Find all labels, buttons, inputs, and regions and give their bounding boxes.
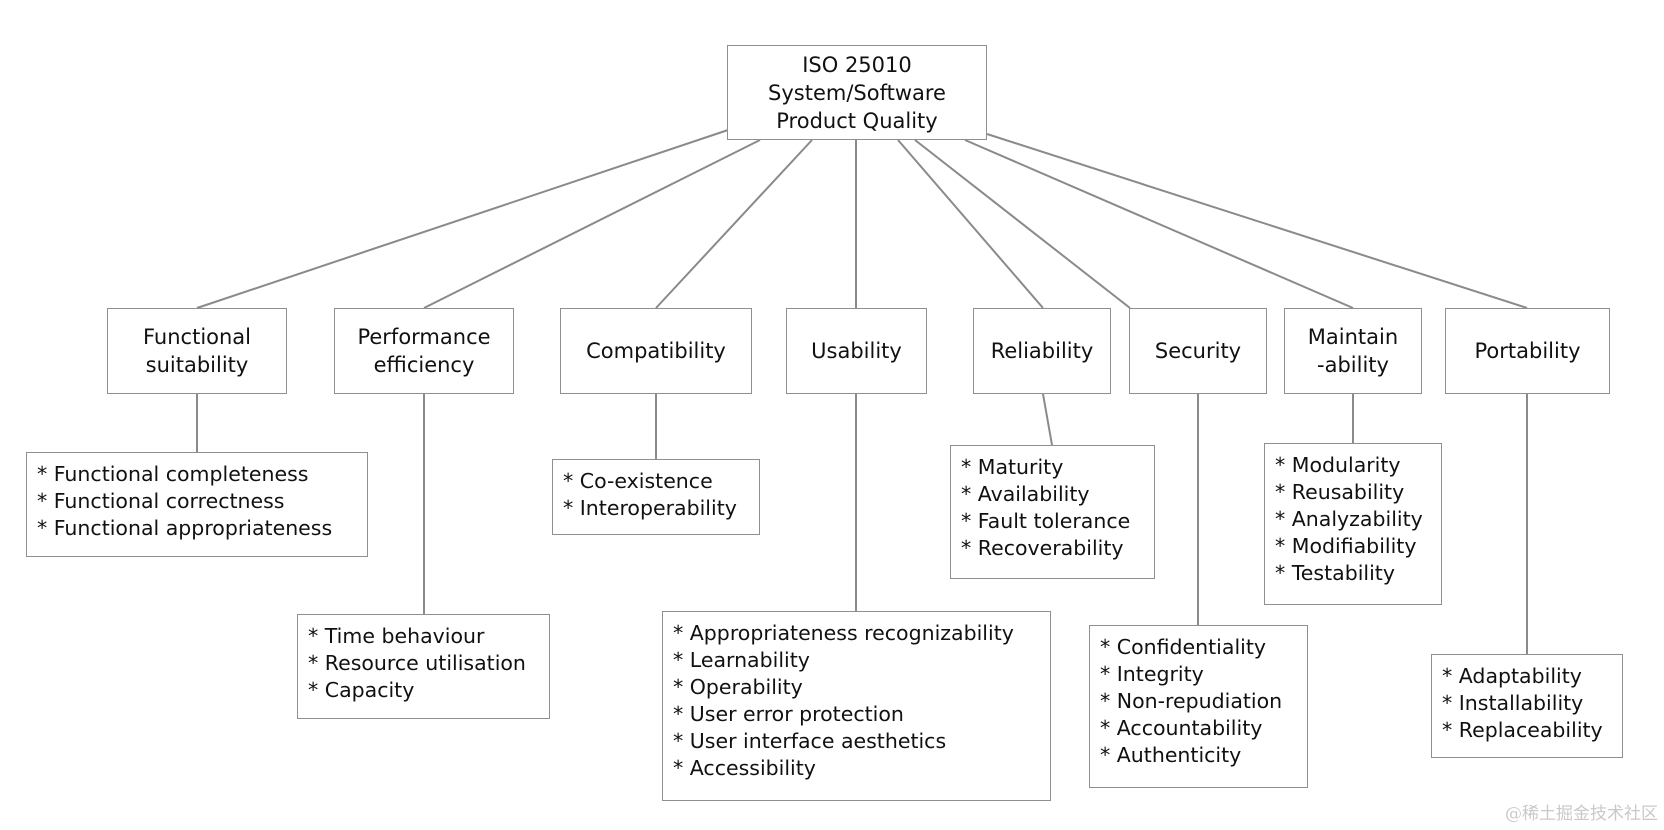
detail-item: * Confidentiality [1100, 635, 1267, 659]
details-maintainability: * Modularity * Reusability * Analyzabili… [1264, 443, 1442, 605]
category-title-line: Functional [142, 325, 252, 349]
detail-item: * Resource utilisation [308, 651, 526, 675]
connector-root-functional [196, 129, 729, 309]
category-maintainability: Maintain -ability [1284, 308, 1422, 394]
connector-root-performance [423, 139, 761, 309]
detail-item: * Replaceability [1442, 718, 1603, 742]
detail-item: * Appropriateness recognizability [673, 621, 1014, 645]
connector-reliability-details [1042, 393, 1053, 446]
detail-item: * Co-existence [563, 469, 713, 493]
detail-item: * Adaptability [1442, 664, 1582, 688]
detail-item: * Accountability [1100, 716, 1263, 740]
connector-root-maintainability [964, 139, 1354, 309]
detail-item: * Reusability [1275, 480, 1405, 504]
category-usability: Usability [786, 308, 927, 394]
detail-item: * Functional correctness [37, 489, 285, 513]
details-usability: * Appropriateness recognizability * Lear… [662, 611, 1051, 801]
category-title-line: Usability [811, 339, 902, 363]
category-title-line: -ability [1317, 353, 1389, 377]
detail-item: * Testability [1275, 561, 1395, 585]
connector-root-compatibility [655, 139, 813, 309]
detail-item: * Functional completeness [37, 462, 309, 486]
watermark-text: @稀土掘金技术社区 [1505, 804, 1658, 824]
details-performance-efficiency: * Time behaviour * Resource utilisation … [297, 614, 550, 719]
detail-item: * Learnability [673, 648, 810, 672]
category-title-line: Maintain [1307, 325, 1399, 349]
details-reliability: * Maturity * Availability * Fault tolera… [950, 445, 1155, 579]
detail-item: * User interface aesthetics [673, 729, 947, 753]
category-functional-suitability: Functional suitability [107, 308, 287, 394]
connector-root-security [914, 139, 1131, 309]
category-title-line: Performance [357, 325, 491, 349]
detail-item: * Authenticity [1100, 743, 1242, 767]
root-title-line-2: System/Software [768, 80, 946, 105]
detail-item: * Integrity [1100, 662, 1204, 686]
category-compatibility: Compatibility [560, 308, 752, 394]
details-functional-suitability: * Functional completeness * Functional c… [26, 452, 368, 557]
detail-item: * Installability [1442, 691, 1584, 715]
category-title-line: suitability [145, 353, 249, 377]
detail-item: * Maturity [961, 455, 1064, 479]
category-security: Security [1129, 308, 1267, 394]
detail-item: * Interoperability [563, 496, 737, 520]
category-portability: Portability [1445, 308, 1610, 394]
connector-root-reliability [897, 139, 1044, 309]
detail-item: * Time behaviour [308, 624, 485, 648]
category-title-line: Portability [1474, 339, 1581, 363]
details-compatibility: * Co-existence * Interoperability [552, 459, 760, 535]
detail-item: * Modularity [1275, 453, 1401, 477]
details-security: * Confidentiality * Integrity * Non-repu… [1089, 625, 1308, 788]
detail-item: * Non-repudiation [1100, 689, 1283, 713]
root-box: ISO 25010 System/Software Product Qualit… [727, 45, 987, 140]
detail-item: * Analyzability [1275, 507, 1423, 531]
detail-item: * Capacity [308, 678, 415, 702]
details-portability: * Adaptability * Installability * Replac… [1431, 654, 1623, 758]
connector-root-portability [986, 133, 1528, 309]
category-reliability: Reliability [973, 308, 1111, 394]
category-title-line: Reliability [990, 339, 1094, 363]
category-performance-efficiency: Performance efficiency [334, 308, 514, 394]
root-title-line-3: Product Quality [776, 108, 938, 133]
detail-item: * Recoverability [961, 536, 1124, 560]
detail-item: * Functional appropriateness [37, 516, 333, 540]
detail-item: * Modifiability [1275, 534, 1417, 558]
category-title-line: Compatibility [586, 339, 726, 363]
detail-item: * Availability [961, 482, 1090, 506]
detail-item: * User error protection [673, 702, 904, 726]
root-title-line-1: ISO 25010 [802, 52, 912, 77]
category-title-line: efficiency [373, 353, 475, 377]
detail-item: * Operability [673, 675, 803, 699]
detail-item: * Fault tolerance [961, 509, 1131, 533]
category-title-line: Security [1154, 339, 1242, 363]
detail-item: * Accessibility [673, 756, 816, 780]
